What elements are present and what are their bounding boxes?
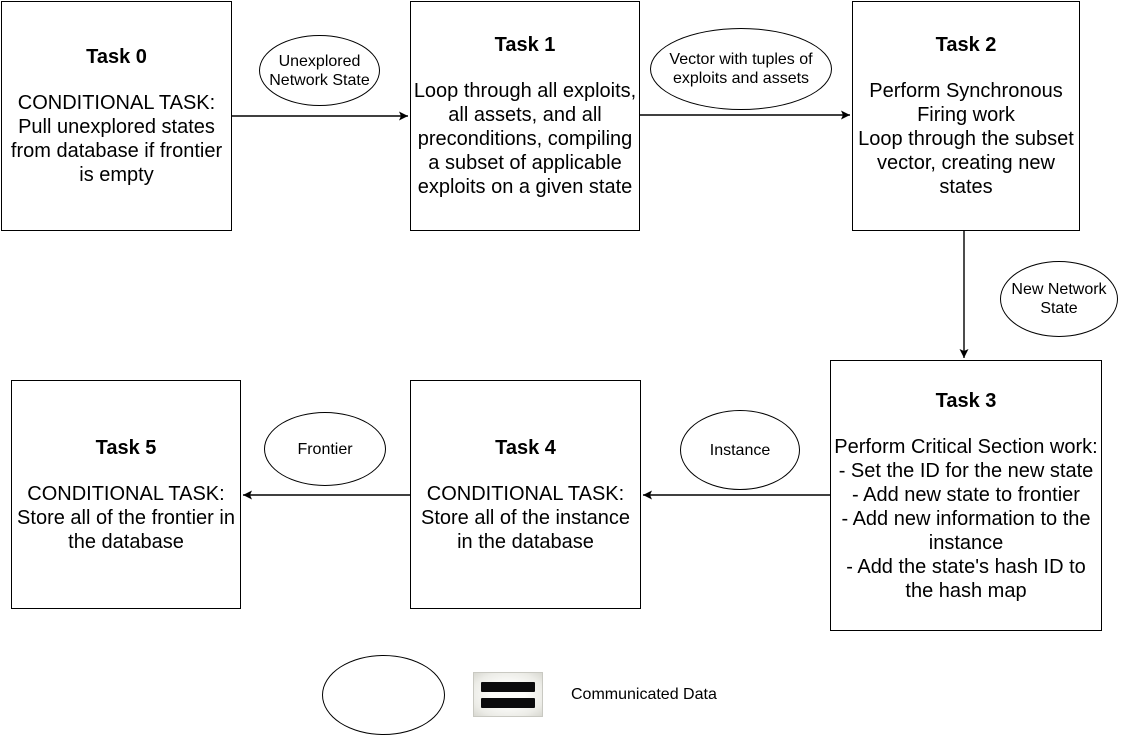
task-3-box: Task 3 Perform Critical Section work: - … xyxy=(830,360,1102,631)
equals-bar-top xyxy=(481,681,535,692)
ellipse-instance-label: Instance xyxy=(709,441,771,459)
ellipse-unexplored-network-state-label: Unexplored Network State xyxy=(269,52,370,89)
task-5-body: CONDITIONAL TASK: Store all of the front… xyxy=(17,482,235,553)
legend-label: Communicated Data xyxy=(571,686,717,703)
task-2-title: Task 2 xyxy=(935,34,997,56)
task-5-box: Task 5 CONDITIONAL TASK: Store all of th… xyxy=(11,380,241,609)
ellipse-frontier: Frontier xyxy=(264,412,386,486)
ellipse-instance: Instance xyxy=(680,410,800,490)
equals-bar-bottom xyxy=(481,697,535,708)
ellipse-new-network-state: New Network State xyxy=(1000,261,1118,337)
task-0-title: Task 0 xyxy=(86,46,147,68)
task-4-box: Task 4 CONDITIONAL TASK: Store all of th… xyxy=(410,380,641,609)
ellipse-frontier-label: Frontier xyxy=(297,440,353,458)
ellipse-vector-with-tuples: Vector with tuples of exploits and asset… xyxy=(650,28,832,110)
task-1-body: Loop through all exploits, all assets, a… xyxy=(413,80,637,198)
task-3-title: Task 3 xyxy=(935,389,997,412)
task-1-title: Task 1 xyxy=(494,34,556,56)
task-2-box: Task 2 Perform Synchronous Firing work L… xyxy=(852,1,1080,231)
legend-ellipse-shape xyxy=(322,655,445,735)
task-4-title: Task 4 xyxy=(495,436,556,459)
ellipse-new-network-state-label: New Network State xyxy=(1011,281,1107,317)
task-0-body: CONDITIONAL TASK: Pull unexplored states… xyxy=(10,92,223,186)
task-5-title: Task 5 xyxy=(95,436,157,459)
ellipse-vector-with-tuples-label: Vector with tuples of exploits and asset… xyxy=(669,51,813,87)
task-2-body: Perform Synchronous Firing work Loop thr… xyxy=(858,80,1074,198)
task-3-body: Perform Critical Section work: - Set the… xyxy=(834,435,1098,602)
legend-equals-icon xyxy=(473,672,543,717)
task-4-body: CONDITIONAL TASK: Store all of the insta… xyxy=(420,482,630,553)
task-1-box: Task 1 Loop through all exploits, all as… xyxy=(410,1,640,231)
task-0-box: Task 0 CONDITIONAL TASK: Pull unexplored… xyxy=(1,1,232,231)
ellipse-unexplored-network-state: Unexplored Network State xyxy=(259,35,380,106)
